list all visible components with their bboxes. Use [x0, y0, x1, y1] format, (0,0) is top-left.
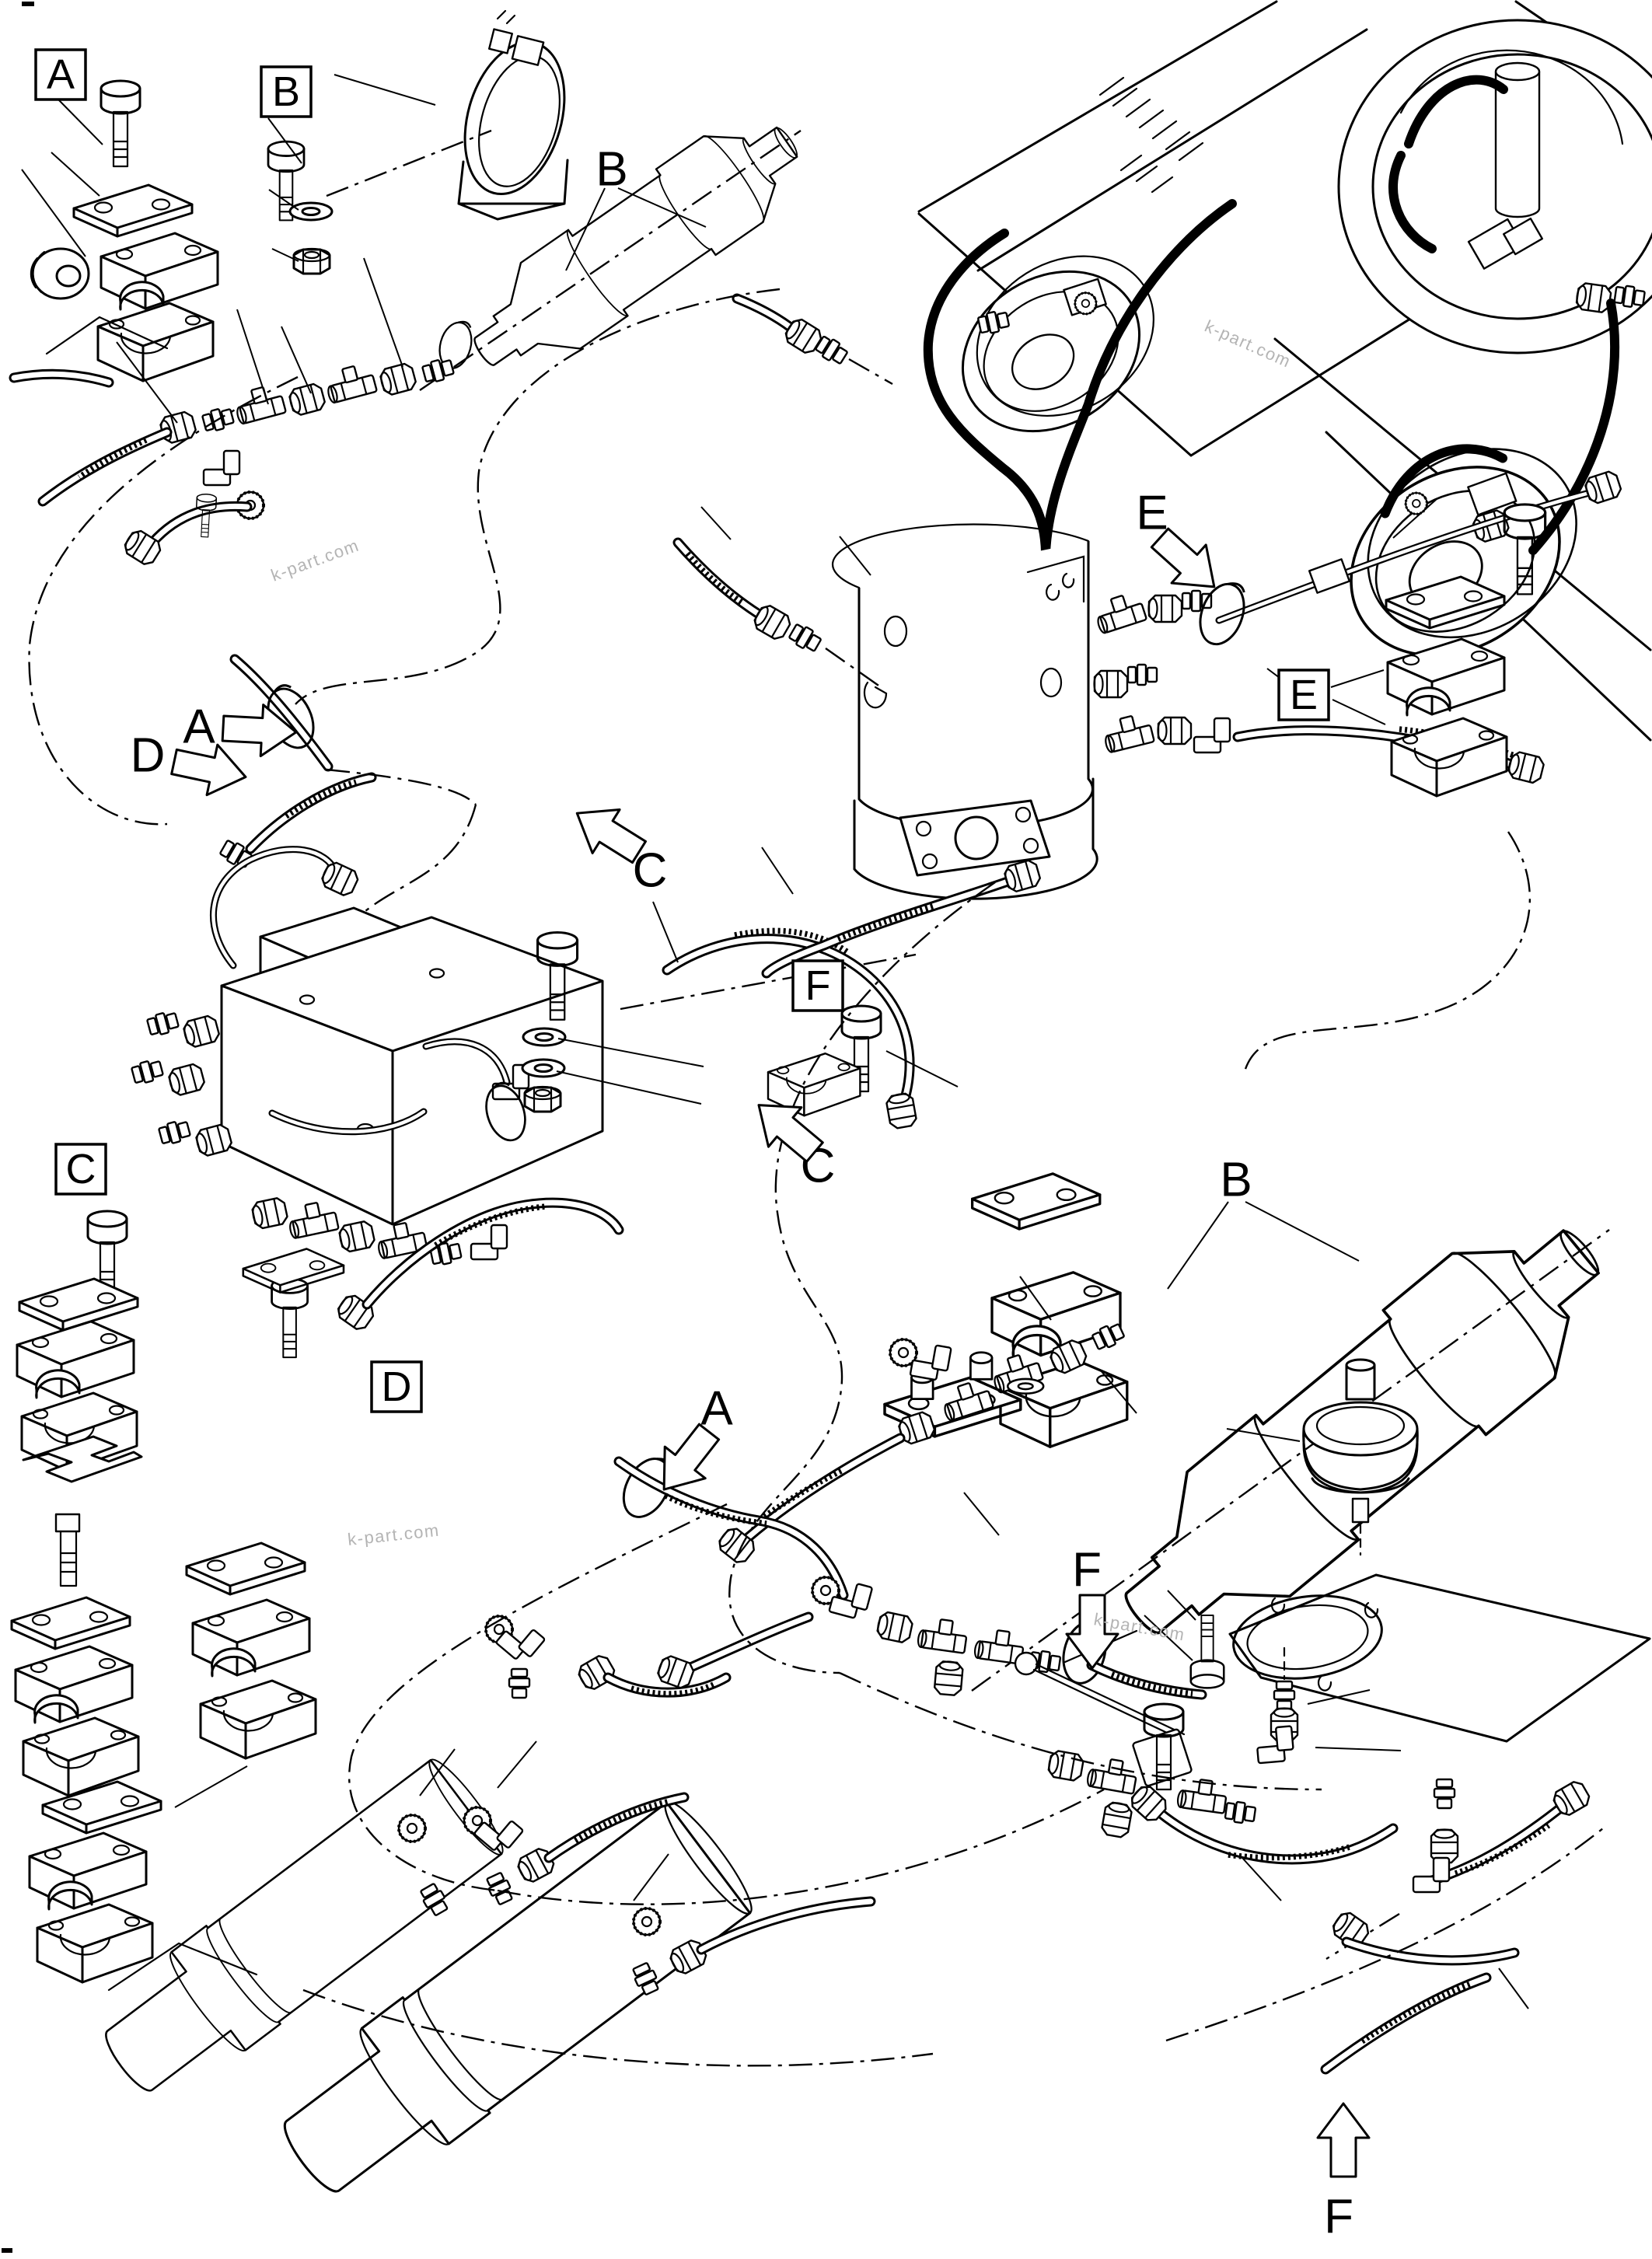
short-bolt	[1189, 1614, 1225, 1689]
boxed-label-b-text: B	[272, 68, 300, 115]
clamp-kit-d	[185, 1248, 345, 1760]
band-clamp-hardware	[267, 129, 492, 275]
flat-washer	[521, 1058, 566, 1078]
fitting-chain-upper-left	[9, 356, 456, 569]
accumulator-head	[1302, 1358, 1419, 1524]
hose-f-upper	[761, 857, 1043, 979]
clamp-plate	[18, 1277, 139, 1332]
boxed-label-c: C	[54, 1143, 107, 1196]
clamp-kit-bottom-left	[28, 1780, 258, 1992]
callout-f-up: F	[1324, 2191, 1353, 2244]
band-clamp-b	[457, 9, 569, 221]
hose-a2	[613, 1447, 849, 1601]
boxed-label-f: F	[791, 959, 844, 1012]
hose-d1	[218, 772, 377, 871]
clamp-kit-c	[10, 1210, 143, 1797]
clamp-half-upper-2	[14, 1645, 134, 1724]
clamp-half-upper	[191, 1598, 311, 1678]
grease-block	[1467, 217, 1544, 270]
boxed-label-a: A	[34, 48, 87, 101]
grease-rod	[1014, 1651, 1186, 1741]
centerline-b-bottom	[971, 1229, 1610, 1692]
boxed-label-d: D	[370, 1360, 423, 1413]
clamp-plate	[971, 1172, 1102, 1231]
clamp-kit-a	[30, 79, 219, 382]
grease-hose-loop	[1380, 444, 1508, 518]
stud	[54, 1513, 81, 1587]
post-fittings	[1091, 589, 1231, 754]
valve-block-mounting	[521, 930, 917, 1113]
idler-roller-lower	[1311, 409, 1617, 695]
clamp-half-upper	[28, 1831, 148, 1911]
grease-hose-long-2	[923, 229, 1050, 557]
watermark-3: k-part.com	[347, 1521, 441, 1549]
boxed-label-c-text: C	[66, 1146, 96, 1192]
page-mark-top	[22, 2, 34, 6]
clamp-half-upper	[100, 232, 219, 311]
callout-e: E	[1136, 487, 1168, 540]
nut	[523, 1085, 562, 1113]
callout-b-top: B	[595, 143, 627, 197]
clamp-plate	[72, 183, 194, 238]
grommet	[30, 247, 90, 300]
center-post	[831, 523, 1098, 900]
callout-a-1: A	[183, 700, 215, 754]
grease-hose-ring-down	[1528, 299, 1620, 555]
idler-roller-upper	[928, 222, 1188, 465]
clamp-half-upper	[16, 1320, 135, 1399]
page-mark-bottom	[2, 2248, 12, 2253]
centerline-b-top	[419, 130, 802, 391]
clamp-half-lower	[199, 1679, 317, 1760]
hose-c1	[662, 927, 919, 1130]
grease-fitting-bottom-center	[484, 1615, 732, 1699]
clamp-half-lower	[1390, 717, 1508, 798]
clamp-half-lower	[36, 1903, 154, 1984]
grease-nipples-bottom-left	[397, 1792, 876, 1998]
banjo-block	[1132, 1702, 1193, 1791]
boxed-label-e: E	[1277, 669, 1330, 721]
boxed-label-a-text: A	[47, 51, 75, 98]
watermark-1: k-part.com	[268, 536, 361, 585]
washer	[288, 201, 334, 222]
fork-shim	[22, 1435, 143, 1483]
boxed-label-e-text: E	[1290, 672, 1318, 718]
hose-post-top	[434, 293, 893, 386]
hose-c2	[333, 1077, 624, 1334]
boxed-label-d-text: D	[382, 1363, 412, 1410]
clamp-plate-2	[185, 1541, 306, 1596]
hose-routing-phantom	[28, 288, 1604, 2067]
hose-a1	[229, 654, 334, 772]
king-pin	[1494, 61, 1541, 218]
grease-pipe-e	[1215, 469, 1624, 624]
spring-washer	[522, 1027, 567, 1047]
washer	[1006, 1377, 1045, 1395]
grease-hose-long-1	[1041, 199, 1237, 558]
post-flange	[899, 799, 1051, 877]
block-arrow-f-up	[1316, 2102, 1371, 2178]
nut	[292, 247, 331, 275]
leader-lines	[21, 74, 1529, 2009]
accumulator-mount	[1006, 1377, 1651, 1765]
callout-d-1: D	[131, 729, 166, 783]
f-group-plumbing	[1014, 1614, 1594, 2259]
hose-post-left	[672, 537, 884, 690]
callout-a-2: A	[700, 1382, 733, 1436]
callout-f-down: F	[1072, 1544, 1102, 1597]
boxed-label-b: B	[260, 65, 313, 118]
hex-bolt	[100, 79, 141, 168]
callout-b-bottom: B	[1220, 1154, 1252, 1207]
swing-ring	[1337, 19, 1652, 354]
grease-hose-ring	[1388, 75, 1508, 253]
clamp-plate-2	[10, 1596, 131, 1650]
boxed-label-f-text: F	[805, 962, 831, 1009]
grease-distributor-valve-block	[130, 493, 604, 1268]
section-mark-e	[1191, 574, 1254, 651]
clamp-kit-f	[767, 1004, 1129, 1448]
